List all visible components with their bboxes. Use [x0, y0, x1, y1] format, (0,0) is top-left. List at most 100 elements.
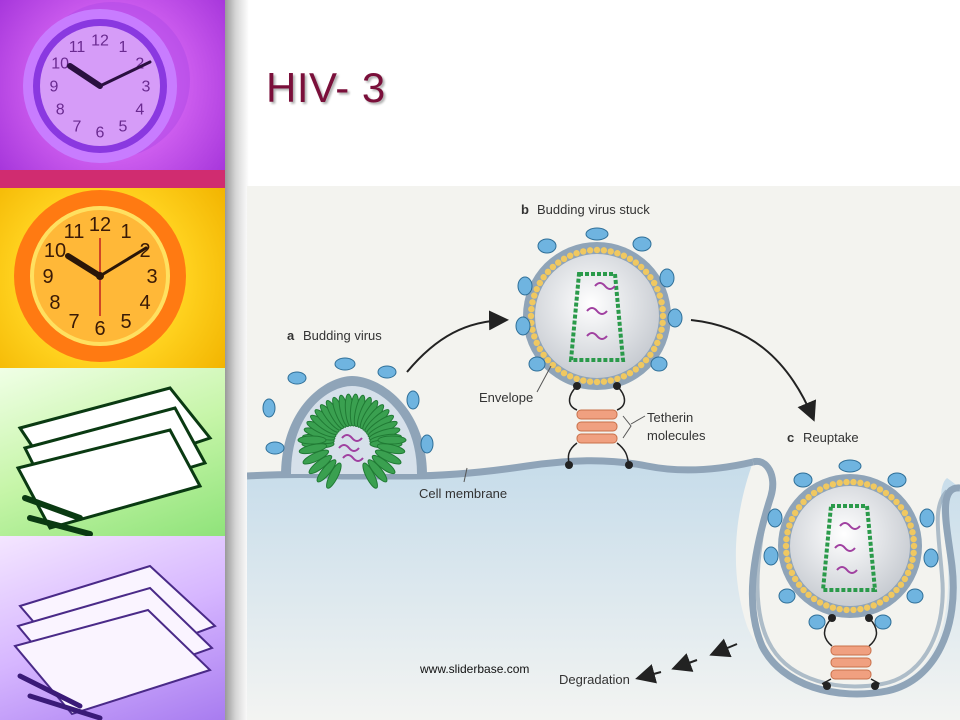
envelope-dot [632, 366, 639, 373]
envelope-dot [850, 478, 857, 486]
envelope-dot [893, 498, 900, 506]
clock-numeral: 5 [119, 118, 128, 135]
envelope-dot [829, 481, 837, 488]
envelope-dot [600, 378, 608, 385]
envelope-dot [843, 478, 850, 486]
envelope-dot [910, 535, 917, 543]
envelope-dot [823, 483, 830, 490]
envelope-dot [586, 247, 594, 254]
envelope-dot [528, 305, 535, 313]
envelope-dot [549, 361, 557, 369]
envelope-dot [654, 339, 661, 347]
clock-numeral: 2 [135, 56, 144, 73]
envelope-dot [529, 299, 536, 306]
envelope-dot [580, 377, 587, 384]
envelope-dot [540, 274, 547, 281]
envelope-dot [536, 345, 544, 353]
clock-numeral: 9 [42, 266, 53, 288]
envelope-dot [897, 504, 905, 511]
clock-numeral: 9 [50, 79, 59, 96]
envelope-dot [637, 361, 645, 369]
envelope-dot [593, 378, 601, 386]
capsid-petal [377, 435, 407, 445]
envelope-dot [876, 486, 884, 493]
envelope-dot [647, 274, 654, 281]
envelope-dot [573, 250, 580, 257]
envelope-dot [870, 483, 877, 490]
envelope-dot [909, 556, 916, 563]
label-tetherin-line1: Tetherin [647, 410, 693, 425]
envelope-dot [566, 252, 574, 259]
label-budding-virus-stuck: Budding virus stuck [537, 202, 650, 217]
envelope-dot [607, 248, 614, 255]
envelope-dot [909, 529, 916, 536]
envelope-dot [533, 339, 540, 347]
envelope-dot [857, 605, 864, 613]
capsid-petal [316, 459, 337, 483]
envelope-dot [782, 542, 790, 550]
envelope-dot [791, 575, 799, 583]
virus-budding-diagram: a Budding virus b Budding virus stuck c … [247, 186, 960, 720]
capsid-petal [371, 454, 396, 475]
clock-numeral: 10 [44, 240, 66, 262]
stuck-virus [515, 227, 683, 469]
envelope-dot [540, 351, 547, 358]
envelope-dot [788, 569, 796, 577]
clock-numeral: 7 [73, 118, 82, 135]
envelope-dot [810, 489, 818, 497]
clock-numeral: 4 [139, 292, 150, 314]
envelope-dot [783, 535, 790, 543]
tetherin-bracket [622, 415, 632, 439]
envelope-dot [863, 604, 871, 611]
envelope-dot [607, 377, 614, 384]
capsid-petal [326, 462, 342, 489]
envelope-dot [836, 479, 843, 487]
budding-virus [262, 357, 434, 489]
envelope-dot [626, 255, 634, 263]
capsid-petal [298, 443, 328, 455]
label-tetherin-line2: molecules [647, 428, 706, 443]
envelope-dot [907, 522, 914, 529]
envelope-dot [783, 549, 790, 557]
envelope-dot [620, 252, 628, 259]
cell-membrane-pointer [463, 467, 468, 483]
envelope-dot [882, 595, 890, 603]
label-degradation: Degradation [559, 672, 630, 687]
envelope-dot [614, 250, 621, 257]
envelope-dot [529, 326, 536, 333]
envelope-dot [580, 248, 587, 255]
envelope-dot [791, 509, 799, 517]
clock-numeral: 5 [120, 311, 131, 333]
envelope-dot [544, 268, 552, 276]
envelope-dot [786, 522, 793, 529]
clock-numeral: 10 [51, 56, 69, 73]
envelope-dot [857, 479, 864, 487]
slide-title: HIV- 3 [266, 64, 386, 111]
envelope-dot [863, 481, 871, 488]
envelope-dot [910, 542, 918, 550]
envelope-dot [555, 366, 562, 373]
clock-numeral: 3 [142, 79, 151, 96]
label-budding-virus: Budding virus [303, 328, 382, 343]
capsid-petal [362, 462, 378, 489]
envelope-dot [659, 305, 666, 313]
label-cell-membrane: Cell membrane [419, 486, 507, 501]
envelope-dot [870, 602, 877, 609]
envelope-dot [560, 255, 568, 263]
envelope-dot [800, 498, 807, 506]
envelope-dot [897, 581, 905, 588]
envelope-dot [642, 356, 650, 364]
envelope-dot [810, 595, 818, 603]
clock-numeral: 2 [139, 240, 150, 262]
label-reuptake: Reuptake [803, 430, 859, 445]
envelope-dot [560, 369, 568, 377]
envelope-dot [626, 369, 634, 377]
arrow-b-to-c [690, 319, 817, 422]
envelope-dot [656, 292, 663, 299]
envelope-dot [795, 581, 803, 588]
envelope-dot [786, 563, 793, 570]
capsid-petal [308, 454, 333, 475]
clock-numeral: 11 [69, 39, 86, 56]
